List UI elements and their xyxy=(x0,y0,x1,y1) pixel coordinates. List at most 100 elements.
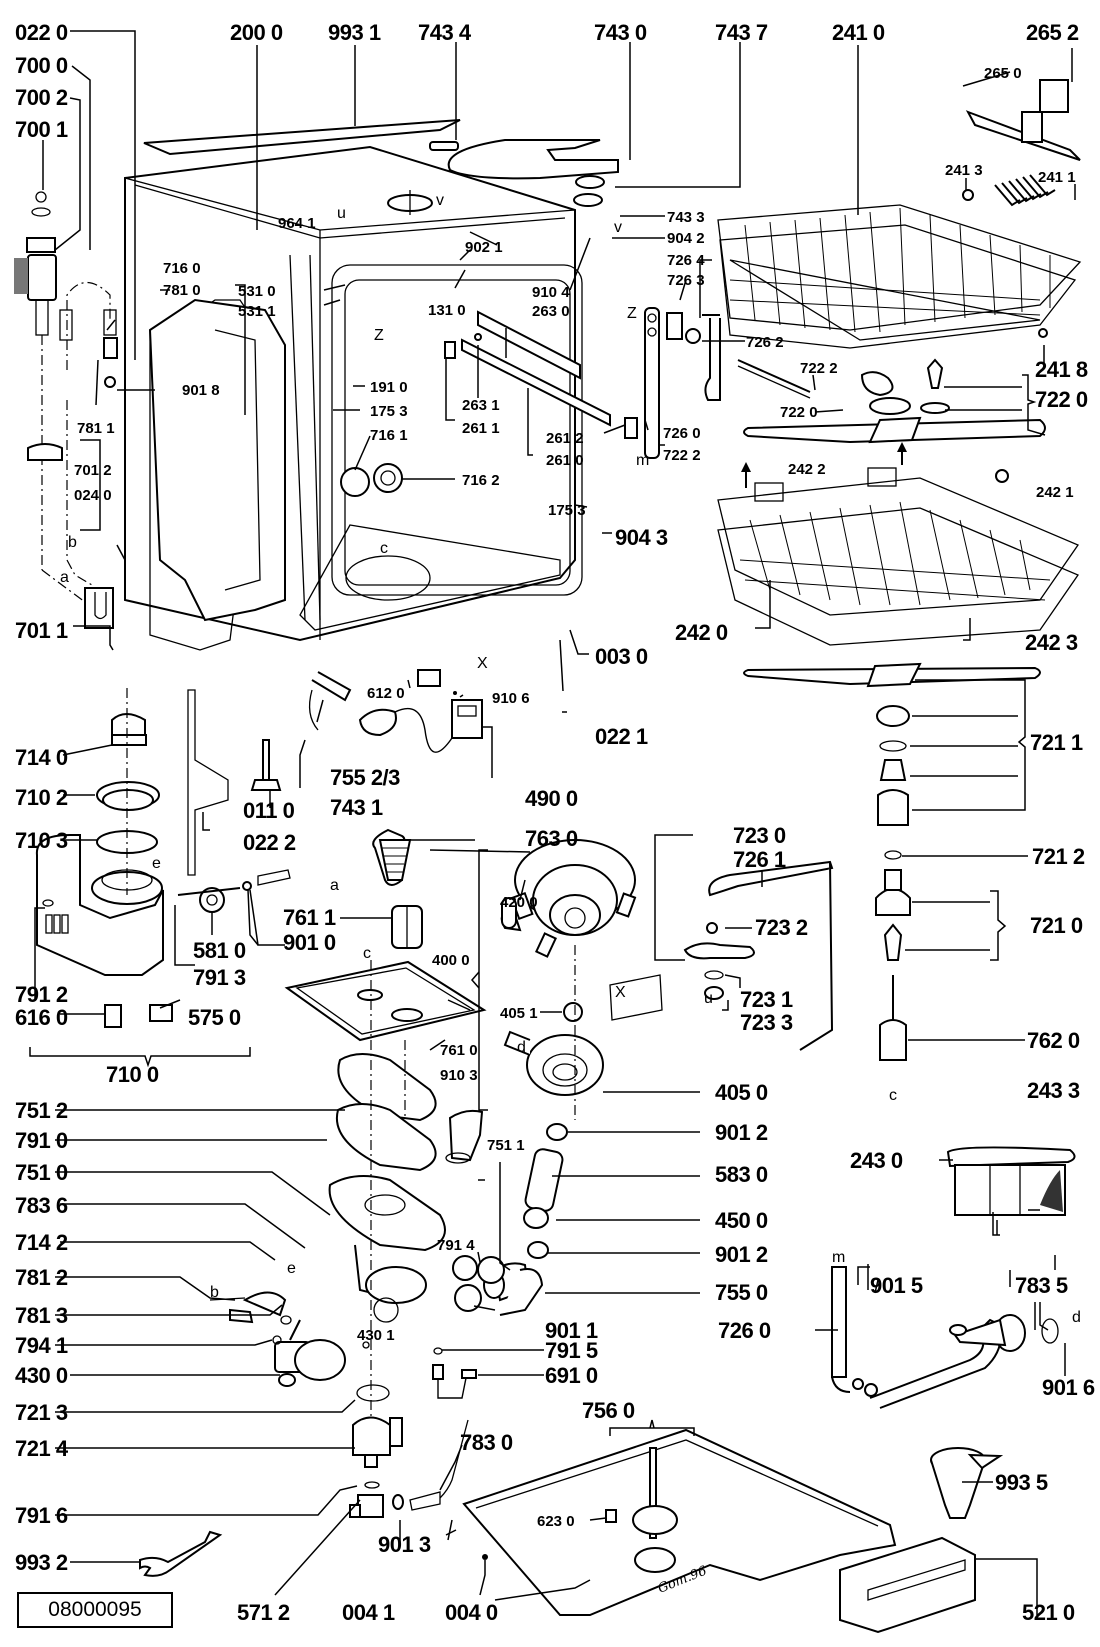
part-label: 726 0 xyxy=(718,1318,771,1343)
base-plate: Gom.96 xyxy=(462,1428,897,1616)
part-label: 723 3 xyxy=(740,1010,793,1035)
part-label: 430 0 xyxy=(15,1363,68,1388)
part-label: 024 0 xyxy=(74,487,112,504)
part-label: 993 5 xyxy=(995,1470,1048,1495)
part-label: 726 3 xyxy=(667,272,705,289)
side-trim xyxy=(187,689,229,876)
part-label: 723 1 xyxy=(740,987,793,1012)
salt-container xyxy=(29,688,291,1068)
part-label: 531 1 xyxy=(238,303,276,320)
part-labels: 022 0 700 0 700 2 700 1 200 0 993 1 743 … xyxy=(15,20,1095,1625)
part-label: 716 1 xyxy=(370,427,408,444)
part-label: 763 0 xyxy=(525,826,578,851)
part-label: 751 1 xyxy=(487,1137,525,1154)
part-label: 261 2 xyxy=(546,430,584,447)
salt-funnel xyxy=(930,1447,1004,1519)
part-label: 700 1 xyxy=(15,117,68,142)
ref-letter-u: u xyxy=(704,990,713,1007)
part-label: 175 3 xyxy=(370,403,408,420)
drain-pump xyxy=(209,1291,370,1387)
part-label: 901 8 xyxy=(182,382,220,399)
part-label: 722 0 xyxy=(780,404,818,421)
part-label: 400 0 xyxy=(432,952,470,969)
part-label: 131 0 xyxy=(428,302,466,319)
part-label: 701 2 xyxy=(74,462,112,479)
part-label: 243 3 xyxy=(1027,1078,1080,1103)
power-cord-filter xyxy=(358,669,483,753)
part-label: 723 0 xyxy=(733,823,786,848)
ref-letter-e: e xyxy=(287,1260,296,1277)
ref-letter-a: a xyxy=(60,569,69,586)
part-label: 263 0 xyxy=(532,303,570,320)
part-label: 243 0 xyxy=(850,1148,903,1173)
part-label: 791 5 xyxy=(545,1338,598,1363)
control-panel xyxy=(839,1536,976,1634)
part-label: 904 2 xyxy=(667,230,705,247)
part-label: 791 0 xyxy=(15,1128,68,1153)
cup-tines xyxy=(994,174,1056,207)
ref-letter-u: u xyxy=(337,205,346,222)
part-label: 781 2 xyxy=(15,1265,68,1290)
part-label: 405 0 xyxy=(715,1080,768,1105)
ref-letter-z: Z xyxy=(627,305,637,322)
ref-letter-d: d xyxy=(517,1039,526,1056)
part-label: 521 0 xyxy=(1022,1600,1075,1625)
ref-letter-m: m xyxy=(636,452,649,469)
part-label: 716 2 xyxy=(462,472,500,489)
part-label: 726 1 xyxy=(733,847,786,872)
leader-lines xyxy=(34,30,1076,1615)
lower-rack xyxy=(717,442,1079,646)
ref-letter-e: e xyxy=(152,855,161,872)
part-label: 242 2 xyxy=(788,461,826,478)
lower-spray-arm xyxy=(743,662,1041,1061)
part-label: 783 5 xyxy=(1015,1273,1068,1298)
ref-letter-b: b xyxy=(68,534,77,551)
part-label: 722 2 xyxy=(663,447,701,464)
part-label: 710 0 xyxy=(106,1062,159,1087)
part-label: 261 1 xyxy=(462,420,500,437)
part-label: 791 6 xyxy=(15,1503,68,1528)
door-panel xyxy=(148,298,286,622)
part-label: 993 1 xyxy=(328,20,381,45)
part-label: 756 0 xyxy=(582,1398,635,1423)
part-label: 743 3 xyxy=(667,209,705,226)
part-label: 716 0 xyxy=(163,260,201,277)
part-label: 241 3 xyxy=(945,162,983,179)
part-label: 623 0 xyxy=(537,1513,575,1530)
part-label: 726 0 xyxy=(663,425,701,442)
part-label: 743 1 xyxy=(330,795,383,820)
part-label: 723 2 xyxy=(755,915,808,940)
part-label: 781 0 xyxy=(163,282,201,299)
ref-letter-b: b xyxy=(210,1284,219,1301)
upper-spray-arm xyxy=(743,358,1046,444)
part-label: 761 1 xyxy=(283,905,336,930)
part-label: 531 0 xyxy=(238,283,276,300)
part-label: 420 0 xyxy=(500,894,538,911)
part-label: 901 5 xyxy=(870,1273,923,1298)
part-label: 242 3 xyxy=(1025,630,1078,655)
level-sensor xyxy=(432,1347,477,1399)
water-inlet-valve xyxy=(349,1384,469,1518)
part-label: 721 1 xyxy=(1030,730,1083,755)
part-label: 781 3 xyxy=(15,1303,68,1328)
aquastop-inlet xyxy=(14,191,118,629)
part-label: 241 0 xyxy=(832,20,885,45)
part-label: 581 0 xyxy=(193,938,246,963)
part-label: 700 2 xyxy=(15,85,68,110)
ref-letter-z: Z xyxy=(374,327,384,344)
part-label: 265 0 xyxy=(984,65,1022,82)
part-label: 901 2 xyxy=(715,1242,768,1267)
part-label: 004 1 xyxy=(342,1600,395,1625)
part-label: 022 0 xyxy=(15,20,68,45)
part-label: 011 0 xyxy=(243,798,295,823)
top-panel xyxy=(143,119,461,156)
part-label: 794 1 xyxy=(15,1333,68,1358)
part-label: 616 0 xyxy=(15,1005,68,1030)
part-label: 751 2 xyxy=(15,1098,68,1123)
part-label: 901 1 xyxy=(545,1318,598,1343)
part-label: 783 0 xyxy=(460,1430,513,1455)
part-label: 743 7 xyxy=(715,20,768,45)
part-label: 575 0 xyxy=(188,1005,241,1030)
part-label: 751 0 xyxy=(15,1160,68,1185)
ref-letter-c: c xyxy=(889,1087,897,1104)
